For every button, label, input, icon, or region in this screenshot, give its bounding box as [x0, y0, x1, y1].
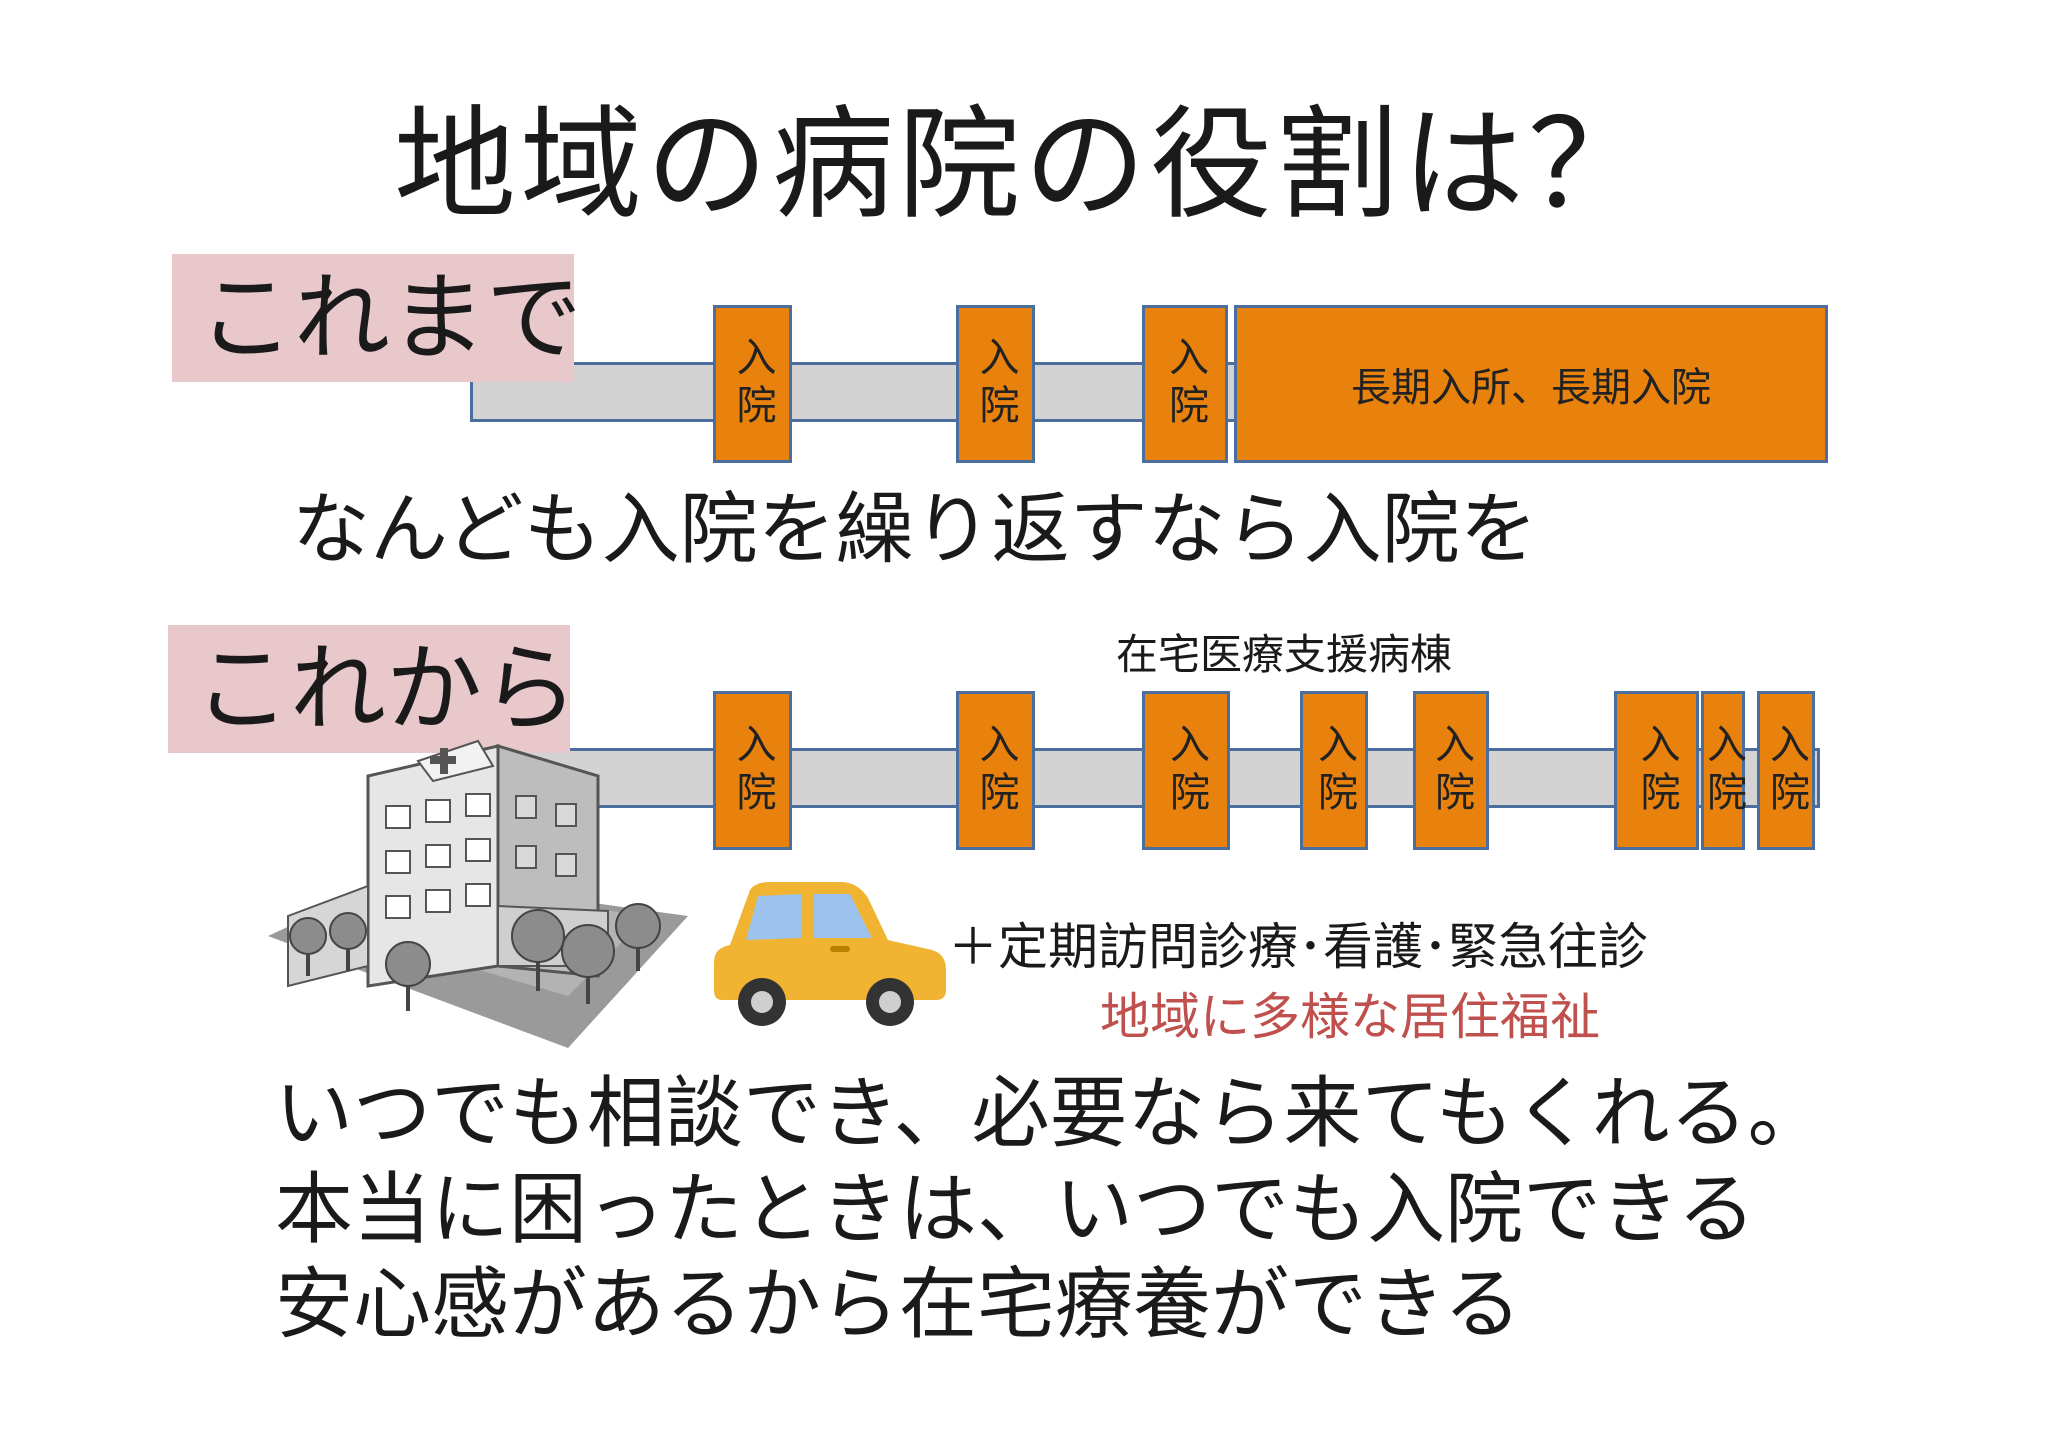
admission-label: 入院 [1700, 722, 1746, 819]
welfare-text: 地域に多様な居住福祉 [1100, 988, 1600, 1046]
admission-block: 入院 [1413, 691, 1489, 850]
page-title: 地域の病院の役割は？ [394, 94, 1654, 236]
ward-label: 在宅医療支援病棟 [1116, 630, 1453, 679]
section-label-after: これから [168, 625, 578, 753]
hospital-building-illustration [268, 739, 688, 1048]
admission-block: 入院 [956, 305, 1035, 463]
services-text: ＋定期訪問診療･看護･緊急往診 [948, 918, 1648, 976]
conclusion-line-2: 本当に困ったときは、いつでも入院できる [275, 1165, 1756, 1255]
before-caption: なんども入院を繰り返すなら入院を [292, 485, 1538, 575]
admission-label: 入院 [972, 336, 1019, 432]
conclusion-line-3: 安心感があるから在宅療養ができる [275, 1260, 1522, 1350]
admission-label: 入院 [1763, 722, 1809, 819]
admission-label: 入院 [1163, 722, 1209, 819]
admission-label: 入院 [729, 336, 776, 432]
admission-label: 入院 [1428, 722, 1474, 819]
long-term-stay-block: 長期入所、長期入院 [1234, 305, 1828, 463]
admission-block: 入院 [956, 691, 1035, 850]
admission-block: 入院 [1142, 305, 1228, 463]
admission-block: 入院 [1700, 691, 1746, 850]
admission-label: 入院 [729, 722, 776, 819]
admission-label: 入院 [1311, 722, 1357, 819]
timeline-before-track [470, 362, 1240, 422]
section-label-before: これまで [172, 254, 582, 382]
conclusion-line-1: いつでも相談でき、必要なら来てもくれる。 [275, 1069, 1826, 1159]
admission-block: 入院 [713, 305, 792, 463]
admission-block: 入院 [1614, 691, 1699, 850]
admission-block: 入院 [1757, 691, 1815, 850]
car-illustration [714, 882, 946, 1026]
admission-label: 入院 [972, 722, 1019, 819]
admission-block: 入院 [713, 691, 792, 850]
admission-label: 入院 [1633, 722, 1680, 819]
admission-block: 入院 [1142, 691, 1230, 850]
admission-block: 入院 [1300, 691, 1368, 850]
admission-label: 入院 [1162, 336, 1208, 432]
